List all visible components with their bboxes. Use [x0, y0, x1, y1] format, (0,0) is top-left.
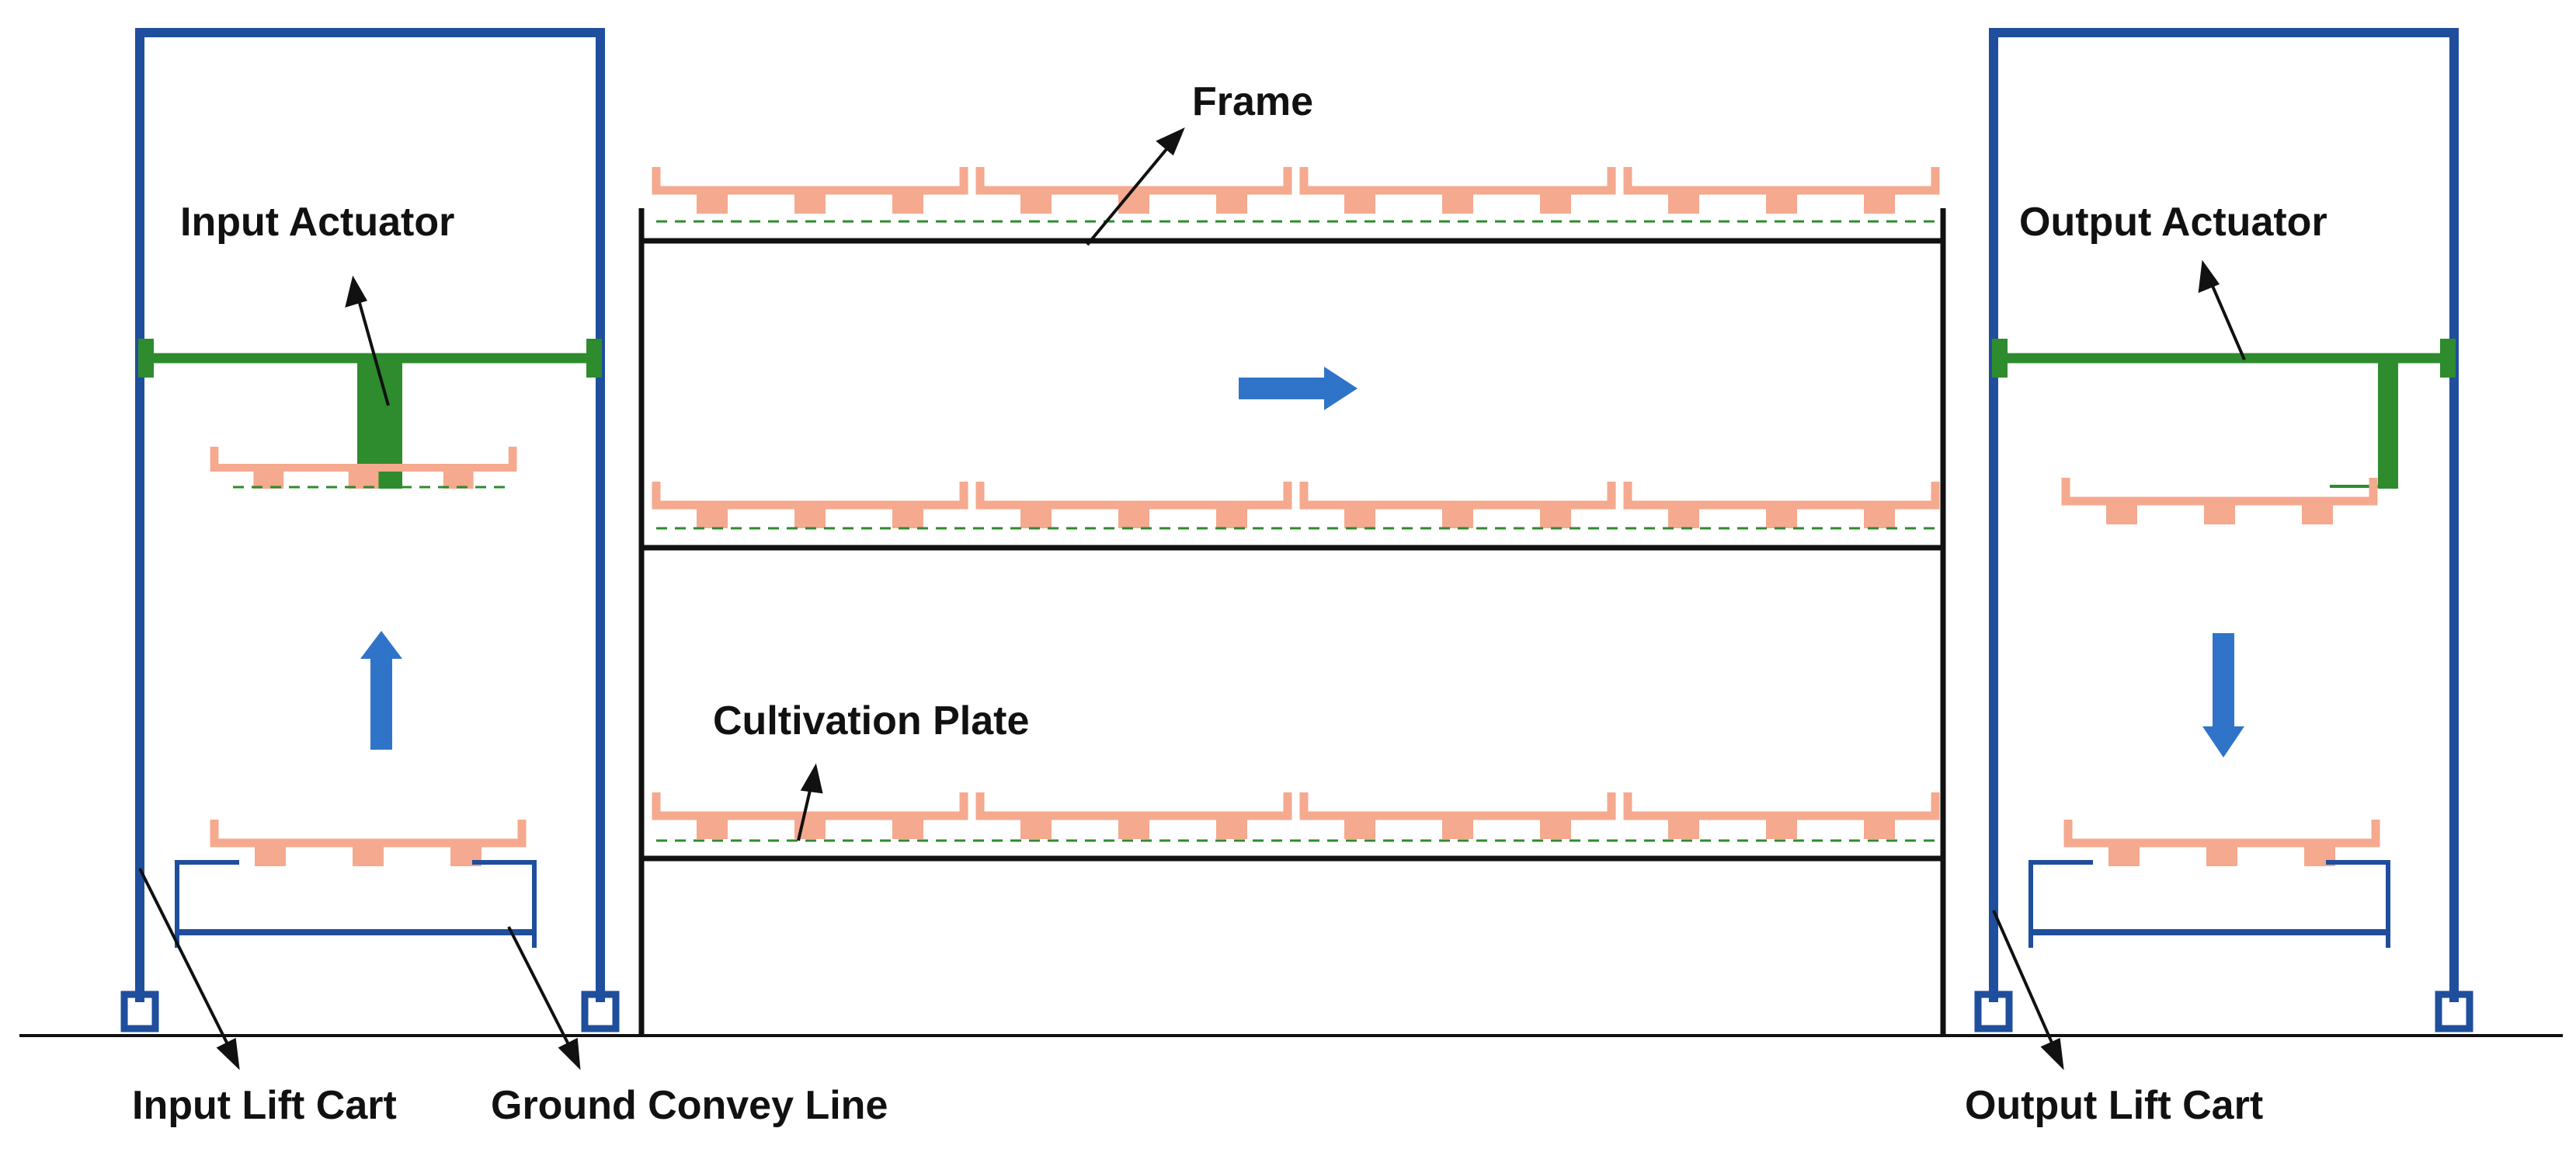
label-input-lift-cart: Input Lift Cart	[132, 1083, 397, 1128]
input-lift-cart	[177, 862, 534, 948]
input-lift-frame	[120, 28, 620, 1032]
callout-lines	[138, 127, 2246, 1071]
plate-row-bottom	[656, 792, 1935, 841]
output-lift-frame	[1974, 28, 2473, 1032]
plate-row-top	[656, 167, 1935, 223]
plate-row-middle	[656, 482, 1935, 528]
output-cart-plate	[2068, 820, 2376, 866]
label-ground-convey-line: Ground Convey Line	[491, 1083, 888, 1128]
label-cultivation-plate: Cultivation Plate	[713, 698, 1029, 743]
down-arrow	[2202, 633, 2244, 757]
output-actuator-plate	[2066, 478, 2373, 524]
label-frame: Frame	[1192, 79, 1313, 124]
label-output-actuator: Output Actuator	[2019, 200, 2327, 245]
output-actuator	[1992, 339, 2456, 489]
up-arrow	[360, 631, 402, 750]
output-lift-cart	[2031, 862, 2388, 948]
rack-frame	[638, 208, 1946, 1036]
input-cart-plate	[214, 820, 522, 866]
label-output-lift-cart: Output Lift Cart	[1965, 1083, 2263, 1128]
label-input-actuator: Input Actuator	[180, 200, 454, 245]
right-arrow	[1239, 367, 1358, 410]
